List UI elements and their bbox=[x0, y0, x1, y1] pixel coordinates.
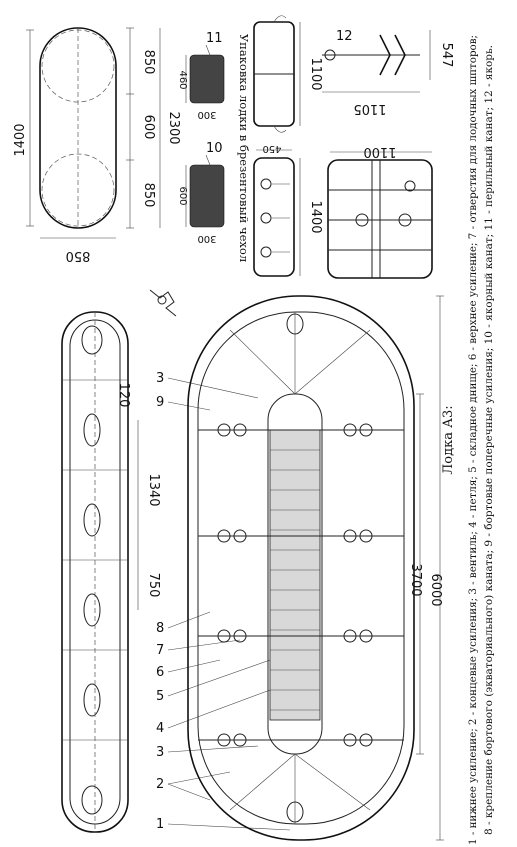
anchor-drawing: 1105 547 12 bbox=[322, 29, 454, 116]
dim-600-bundle: 600 bbox=[177, 186, 188, 205]
end-reinforcements bbox=[229, 312, 371, 824]
rope-bundle-11: 460 300 11 bbox=[177, 31, 225, 120]
dim-6000: 6000 bbox=[428, 573, 443, 606]
rower-figure bbox=[149, 289, 177, 317]
packing-caption: Упаковка лодки в брезентовый чехол bbox=[237, 34, 251, 262]
packed-bag-top: 1100 bbox=[253, 15, 323, 133]
callout-3-top: 3 bbox=[156, 371, 164, 386]
dim-1400-bag: 1400 bbox=[308, 200, 323, 233]
dim-850-bottom: 850 bbox=[141, 183, 156, 208]
dim-1105: 1105 bbox=[353, 101, 386, 116]
dim-450: 450 bbox=[262, 143, 281, 154]
callouts-left: 3 9 8 7 6 5 4 3 2 1 bbox=[156, 371, 291, 832]
dim-1100-net: 1100 bbox=[363, 144, 396, 159]
side-ovals bbox=[81, 325, 103, 815]
legend-line-1: 1 - нижнее усиление; 2 - концевые усилен… bbox=[467, 35, 479, 845]
cross-ribs bbox=[198, 429, 404, 741]
legend-line-2: 8 - крепление бортового (экваториального… bbox=[483, 45, 495, 835]
dim-2300: 2300 bbox=[166, 111, 181, 144]
dim-547: 547 bbox=[439, 43, 454, 68]
dim-120: 120 bbox=[116, 383, 131, 408]
callout-2: 2 bbox=[156, 777, 164, 792]
drawing-title: Лодка А3: bbox=[441, 405, 456, 474]
dim-1100-bag: 1100 bbox=[308, 57, 323, 90]
dim-300-a: 300 bbox=[197, 109, 216, 120]
callout-5: 5 bbox=[156, 689, 164, 704]
floor-slats bbox=[270, 449, 320, 711]
rope-bundle-10: 600 300 10 bbox=[177, 141, 225, 244]
callout-9: 9 bbox=[156, 395, 164, 410]
dim-850-top: 850 bbox=[141, 50, 156, 75]
dim-850-width: 850 bbox=[66, 248, 91, 263]
packed-bag-side: 450 1400 bbox=[253, 143, 323, 277]
callout-8: 8 bbox=[156, 621, 164, 636]
callout-4: 4 bbox=[156, 721, 164, 736]
callout-1: 1 bbox=[156, 817, 164, 832]
callout-6: 6 bbox=[156, 665, 164, 680]
caption-block: Лодка А3: 1 - нижнее усиление; 2 - конце… bbox=[441, 35, 495, 845]
callout-12: 12 bbox=[336, 29, 353, 44]
dim-300-b: 300 bbox=[197, 233, 216, 244]
boat-end-view: 1400 850 600 850 2300 850 bbox=[13, 27, 181, 263]
dim-750: 750 bbox=[146, 573, 161, 598]
grommets bbox=[217, 423, 373, 747]
dim-460: 460 bbox=[177, 70, 188, 89]
callout-3-bottom: 3 bbox=[156, 745, 164, 760]
callout-10: 10 bbox=[206, 141, 223, 156]
dim-1340: 1340 bbox=[146, 473, 161, 506]
callout-11: 11 bbox=[206, 31, 223, 46]
dim-1400: 1400 bbox=[13, 123, 28, 156]
boat-side-view: 120 1340 750 bbox=[61, 311, 161, 833]
boat-net-top-view: 1100 bbox=[327, 144, 433, 279]
dim-600: 600 bbox=[141, 115, 156, 140]
boat-plan-view: 3700 6000 bbox=[187, 295, 444, 841]
dim-3700: 3700 bbox=[408, 563, 423, 596]
callout-7: 7 bbox=[156, 643, 164, 658]
